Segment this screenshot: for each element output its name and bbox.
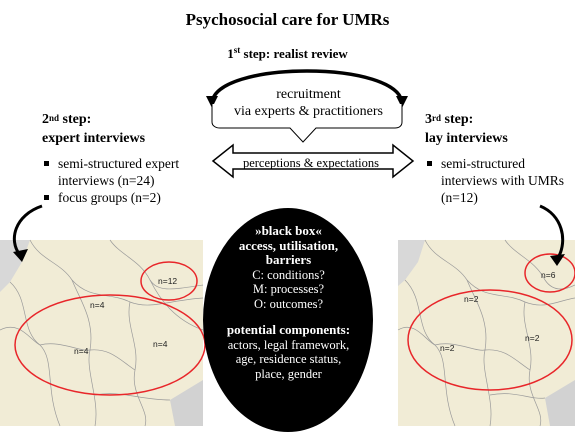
map-left-label-4: n=4 bbox=[153, 339, 168, 349]
map-left-label-1: n=12 bbox=[158, 276, 178, 286]
step1-heading: 1st step: realist review bbox=[227, 45, 348, 61]
recruitment-label: recruitment via experts & practitioners bbox=[216, 86, 401, 120]
step3-list: semi-structured interviews with UMRs (n=… bbox=[425, 155, 575, 206]
curved-arrow-right-head bbox=[550, 254, 565, 266]
step2-list: semi-structured expert interviews (n=24)… bbox=[42, 155, 222, 206]
perceptions-label: perceptions & expectations bbox=[242, 156, 380, 170]
step2-heading-line2: expert interviews bbox=[42, 131, 146, 146]
map-right-label-2: n=2 bbox=[464, 294, 479, 304]
step3-heading-line1: 3rd step: bbox=[425, 112, 474, 127]
step3-item-1: semi-structured interviews with UMRs (n=… bbox=[425, 155, 575, 206]
black-box-m: M: processes? bbox=[252, 282, 325, 296]
recruitment-arrow bbox=[206, 69, 408, 143]
curved-arrow-left-head bbox=[13, 249, 28, 262]
double-arrow bbox=[211, 143, 415, 179]
map-left bbox=[0, 239, 206, 427]
map-right-label-3: n=2 bbox=[440, 343, 455, 353]
step3-heading: 3rd step: lay interviews bbox=[425, 110, 565, 148]
black-box-o: O: outcomes? bbox=[253, 296, 324, 311]
map-right-label-1: n=6 bbox=[541, 270, 556, 280]
black-box-subtitle-1: access, utilisation, bbox=[238, 237, 339, 253]
step2-heading-line1: 2nd step: bbox=[42, 112, 92, 127]
curved-arrow-left bbox=[12, 204, 43, 256]
map-left-label-3: n=4 bbox=[74, 346, 89, 356]
highlight-circle bbox=[140, 261, 198, 301]
step2-heading: 2nd step: expert interviews bbox=[42, 110, 212, 148]
black-box-title: »black box« bbox=[255, 223, 322, 238]
highlight-circle bbox=[524, 253, 575, 293]
highlight-circle bbox=[407, 289, 573, 391]
black-box: »black box« access, utilisation, barrier… bbox=[205, 214, 372, 428]
recruitment-line2: via experts & practitioners bbox=[234, 104, 383, 119]
black-box-subtitle-2: barriers bbox=[265, 252, 312, 267]
highlight-circle bbox=[14, 294, 206, 396]
black-box-c: C: conditions? bbox=[252, 267, 325, 282]
map-right-label-4: n=2 bbox=[525, 333, 540, 343]
step3-heading-line2: lay interviews bbox=[425, 131, 508, 146]
black-box-components-2: age, residence status, bbox=[235, 352, 342, 366]
map-right bbox=[397, 239, 575, 427]
recruitment-line1: recruitment bbox=[276, 87, 341, 102]
black-box-components-1: actors, legal framework, bbox=[227, 337, 350, 352]
diagram-title: Psychosocial care for UMRs bbox=[185, 10, 390, 29]
black-box-ellipse bbox=[203, 208, 373, 432]
black-box-components-3: place, gender bbox=[255, 366, 322, 381]
black-box-components-heading: potential components: bbox=[226, 322, 351, 337]
map-left-label-2: n=4 bbox=[90, 300, 105, 310]
step2-item-2: focus groups (n=2) bbox=[42, 189, 222, 206]
curved-arrow-right bbox=[539, 204, 565, 259]
step2-item-1: semi-structured expert interviews (n=24) bbox=[42, 155, 222, 189]
